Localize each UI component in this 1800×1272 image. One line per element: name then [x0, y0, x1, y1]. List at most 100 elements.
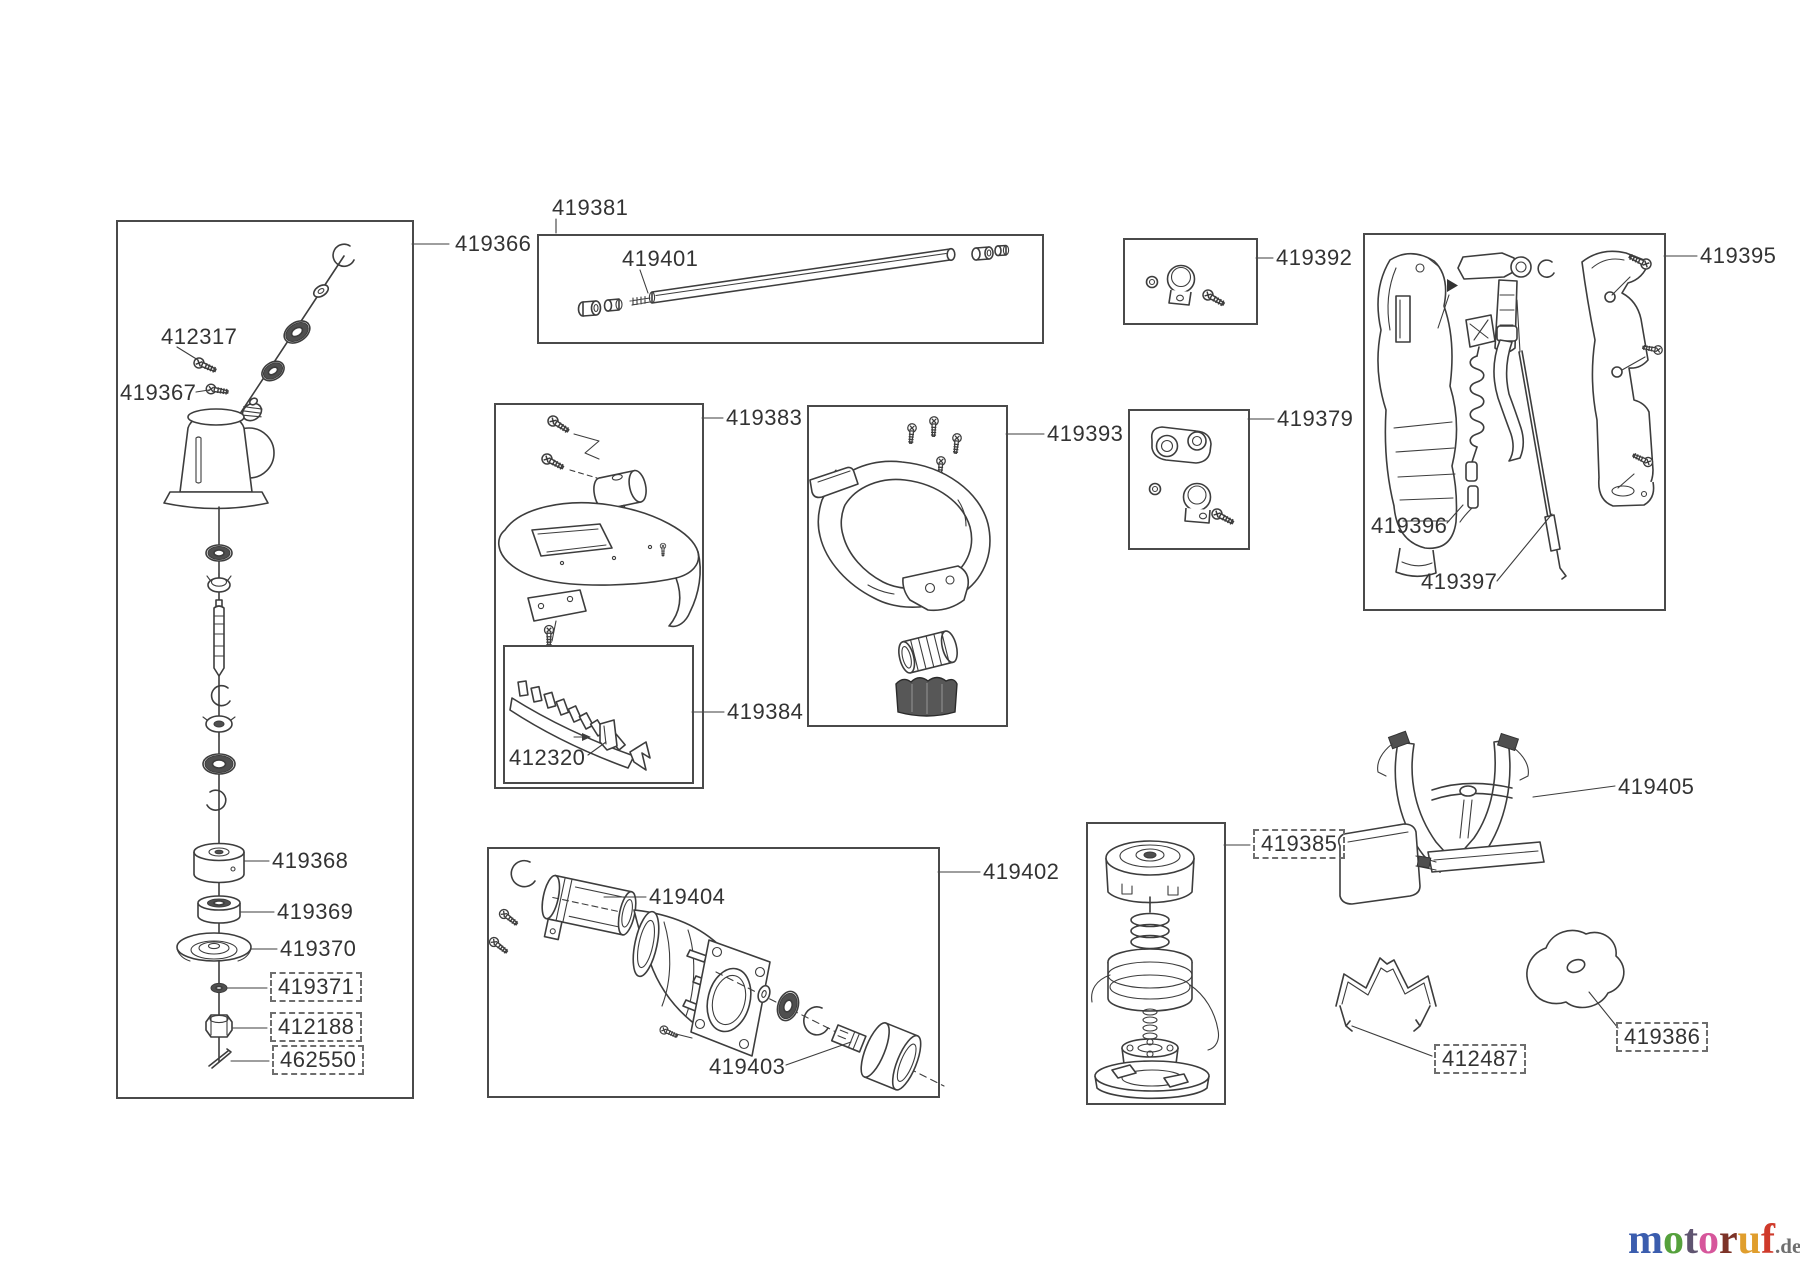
- panel-bracket-419379: [1128, 409, 1250, 550]
- bearing-419369: [197, 895, 241, 924]
- mount-plate: [527, 589, 587, 622]
- bracket-kit-419379: [1148, 426, 1236, 528]
- callout-419366: 419366: [455, 231, 532, 256]
- end-cap: [994, 244, 1010, 257]
- throttle-cable-419397: [1516, 299, 1567, 580]
- callout-419401: 419401: [622, 246, 699, 271]
- callout-419385: 419385: [1253, 829, 1346, 859]
- panel-motor-419402: [487, 847, 940, 1098]
- circlip: [206, 789, 227, 811]
- circlip: [332, 243, 355, 268]
- panel-loop-handle-419393: [807, 405, 1008, 727]
- drive-shaft-assembly: [577, 244, 1010, 317]
- watermark-letter: u: [1737, 1217, 1762, 1263]
- washer: [757, 984, 771, 1004]
- circlip: [210, 684, 231, 707]
- panel-guard-419383: [494, 403, 704, 789]
- callout-419367: 419367: [120, 380, 197, 405]
- trimmer-head-419385: [1091, 840, 1220, 1100]
- leader-lines: [176, 218, 1698, 1066]
- head-cover: [1094, 1060, 1210, 1100]
- callout-412317: 412317: [161, 324, 238, 349]
- throttle-trigger: [1493, 325, 1525, 462]
- callout-419404: 419404: [649, 884, 726, 909]
- blade-419386: [1526, 929, 1625, 1009]
- head-cap: [1105, 840, 1195, 904]
- watermark-logo: motoruf.de: [1628, 1217, 1800, 1268]
- callout-419371: 419371: [270, 972, 363, 1002]
- panel-drive-shaft-419381: [537, 234, 1044, 344]
- callout-419397: 419397: [1421, 569, 1498, 594]
- handle-boss: [902, 565, 970, 612]
- callout-419393: 419393: [1047, 421, 1124, 446]
- limiter-band: [509, 697, 635, 769]
- sleeve: [898, 630, 958, 674]
- panel-head-419385: [1086, 822, 1226, 1105]
- support-bracket-412487: [1335, 957, 1437, 1032]
- nut-412188: [205, 1014, 233, 1038]
- watermark-suffix: .de: [1775, 1234, 1800, 1258]
- mount-bracket: [1150, 426, 1212, 464]
- watermark-letter: f: [1761, 1217, 1776, 1263]
- panel-limiter-419384: [503, 645, 694, 784]
- spring-cable-419396: [1459, 314, 1496, 523]
- coupler-419404: [541, 874, 637, 941]
- watermark-letter: r: [1719, 1217, 1738, 1263]
- disc-419370: [176, 932, 252, 962]
- callout-419395: 419395: [1700, 243, 1777, 268]
- bearing: [261, 360, 285, 382]
- callout-419379: 419379: [1277, 406, 1354, 431]
- callout-419402: 419402: [983, 859, 1060, 884]
- harness-419405: [1337, 730, 1545, 905]
- watermark-letter: o: [1698, 1217, 1719, 1263]
- washer-419371: [210, 982, 228, 994]
- housing-cup-419368: [193, 842, 245, 884]
- callout-412487: 412487: [1434, 1044, 1527, 1074]
- shaft-nut: [971, 246, 994, 261]
- callout-412188: 412188: [270, 1012, 363, 1042]
- gearhead-assembly: [163, 243, 355, 1069]
- handle-foot: [809, 466, 859, 499]
- handle-grip-assembly-419395: [1377, 250, 1664, 580]
- drum: [860, 1022, 922, 1091]
- bearing: [776, 990, 800, 1022]
- circlip: [510, 859, 536, 888]
- watermark-letter: o: [1663, 1217, 1684, 1263]
- shaft-nut: [577, 300, 602, 317]
- circlip: [803, 1006, 829, 1036]
- clamp-ring: [1166, 264, 1196, 306]
- callout-419369: 419369: [277, 899, 354, 924]
- callout-419370: 419370: [280, 936, 357, 961]
- callout-419396: 419396: [1371, 513, 1448, 538]
- callout-419403: 419403: [709, 1054, 786, 1079]
- panel-clamp-419392: [1123, 238, 1258, 325]
- watermark-letter: t: [1684, 1217, 1698, 1263]
- spool: [1091, 948, 1220, 1051]
- callout-419384: 419384: [727, 699, 804, 724]
- motor-unit-419402: [487, 859, 945, 1091]
- bearing: [283, 320, 311, 344]
- callout-419405: 419405: [1618, 774, 1695, 799]
- hip-pad: [1337, 823, 1421, 905]
- panel-gearhead: [116, 220, 414, 1099]
- loop-handle-assembly-419393: [809, 415, 991, 717]
- panel-handle-419395: [1363, 233, 1666, 611]
- clamp-kit-419392: [1145, 264, 1227, 310]
- guard-assembly-419383: [497, 413, 701, 647]
- c-clip: [1537, 259, 1555, 278]
- gear: [206, 572, 232, 593]
- bearing: [202, 753, 236, 775]
- watermark-letters: motoruf: [1628, 1217, 1775, 1263]
- clamp-ring: [1182, 482, 1212, 524]
- bearing: [205, 544, 233, 562]
- spline-washer: [202, 715, 236, 738]
- threaded-tip: [629, 295, 651, 306]
- output-shaft-419403: [830, 1024, 867, 1053]
- waist-bar: [1427, 841, 1545, 873]
- callout-419392: 419392: [1276, 245, 1353, 270]
- callout-419381: 419381: [552, 195, 629, 220]
- callout-412320: 412320: [509, 745, 586, 770]
- callout-462550: 462550: [272, 1045, 365, 1075]
